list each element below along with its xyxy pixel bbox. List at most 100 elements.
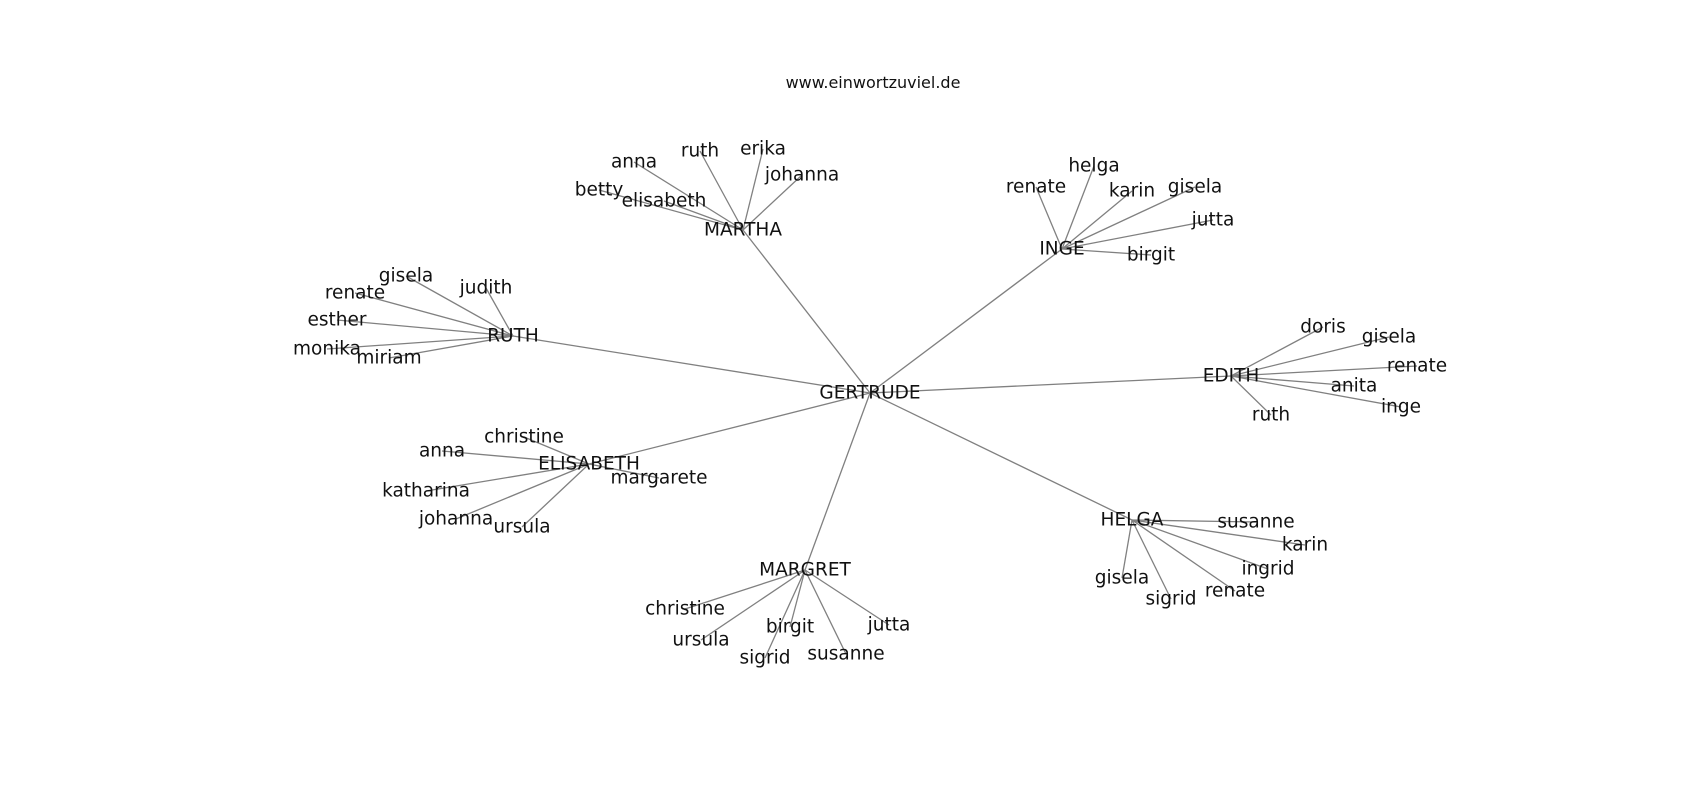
edge-inge-helga	[1061, 165, 1095, 250]
edge-root-martha	[742, 229, 871, 394]
node-leaf-ruth-gisela: gisela	[379, 266, 433, 287]
edge-ruth-miriam	[388, 335, 514, 359]
node-leaf-ruth-miriam: miriam	[356, 348, 421, 369]
edge-helga-renate	[1131, 519, 1236, 592]
edge-helga-sigrid	[1131, 519, 1172, 600]
edge-martha-anna	[633, 161, 744, 231]
edge-martha-ruth	[699, 150, 744, 231]
node-hub-elisabeth: ELISABETH	[538, 454, 640, 475]
edge-martha-erika	[742, 148, 764, 231]
edge-helga-susanne	[1131, 519, 1257, 523]
node-leaf-inge-birgit: birgit	[1127, 245, 1175, 266]
edge-ruth-judith	[485, 287, 514, 337]
node-leaf-edith-doris: doris	[1300, 317, 1345, 338]
node-leaf-inge-gisela: gisela	[1168, 177, 1222, 198]
edge-edith-anita	[1230, 375, 1355, 387]
edge-edith-gisela	[1230, 336, 1390, 377]
node-leaf-edith-renate: renate	[1387, 356, 1447, 377]
node-leaf-helga-ingrid: ingrid	[1241, 559, 1294, 580]
node-leaf-elisabeth-ursula: ursula	[493, 517, 550, 538]
edge-margret-christine	[684, 569, 806, 610]
edge-edith-ruth	[1230, 375, 1272, 416]
edge-margret-sigrid	[764, 569, 806, 659]
node-leaf-inge-renate: renate	[1006, 177, 1066, 198]
node-leaf-martha-anna: anna	[611, 152, 657, 173]
node-hub-inge: INGE	[1039, 239, 1084, 260]
graph-edges	[326, 148, 1418, 659]
node-leaf-ruth-monika: monika	[293, 339, 361, 360]
node-leaf-inge-karin: karin	[1109, 181, 1155, 202]
node-leaf-margret-birgit: birgit	[766, 617, 814, 638]
node-leaf-inge-jutta: jutta	[1191, 210, 1235, 231]
edge-edith-renate	[1230, 365, 1418, 377]
node-leaf-edith-inge: inge	[1381, 397, 1421, 418]
edge-martha-betty	[598, 189, 744, 231]
edge-elisabeth-johanna	[455, 463, 590, 520]
node-hub-ruth: RUTH	[487, 326, 539, 347]
edge-martha-elisabeth	[663, 200, 744, 231]
site-url: www.einwortzuviel.de	[786, 73, 961, 92]
edge-elisabeth-anna	[441, 450, 590, 465]
node-leaf-elisabeth-katharina: katharina	[382, 481, 470, 502]
edge-inge-gisela	[1061, 186, 1196, 250]
edge-helga-karin	[1131, 519, 1306, 546]
edge-ruth-renate	[354, 292, 514, 337]
node-leaf-helga-susanne: susanne	[1217, 512, 1294, 533]
node-leaf-edith-gisela: gisela	[1362, 327, 1416, 348]
node-leaf-helga-renate: renate	[1205, 581, 1265, 602]
node-leaf-ruth-judith: judith	[459, 278, 513, 299]
node-leaf-margret-christine: christine	[645, 599, 725, 620]
node-leaf-helga-karin: karin	[1282, 535, 1328, 556]
node-leaf-martha-elisabeth: elisabeth	[622, 191, 707, 212]
edge-edith-inge	[1230, 375, 1402, 408]
edge-ruth-gisela	[405, 275, 514, 337]
edge-margret-susanne	[804, 569, 847, 655]
node-hub-helga: HELGA	[1101, 510, 1164, 531]
edge-edith-doris	[1230, 326, 1324, 377]
edge-inge-birgit	[1061, 248, 1152, 256]
edge-root-helga	[869, 392, 1133, 521]
edge-inge-karin	[1061, 190, 1133, 250]
node-leaf-edith-ruth: ruth	[1252, 405, 1290, 426]
edge-elisabeth-margarete	[588, 463, 660, 479]
edge-margret-ursula	[700, 569, 806, 641]
node-leaf-ruth-renate: renate	[325, 283, 385, 304]
edge-ruth-monika	[326, 335, 514, 350]
edge-inge-jutta	[1061, 219, 1214, 250]
node-leaf-elisabeth-johanna: johanna	[418, 509, 493, 530]
edge-root-margret	[804, 392, 871, 571]
node-leaf-margret-susanne: susanne	[807, 644, 884, 665]
node-leaf-margret-jutta: jutta	[867, 615, 911, 636]
edge-helga-gisela	[1121, 519, 1133, 579]
edge-root-edith	[869, 375, 1232, 394]
node-leaf-margret-sigrid: sigrid	[739, 648, 790, 669]
edge-margret-birgit	[789, 569, 806, 628]
node-root: GERTRUDE	[819, 383, 920, 404]
edge-ruth-esther	[336, 319, 514, 337]
edge-inge-renate	[1035, 186, 1063, 250]
node-leaf-edith-anita: anita	[1331, 376, 1378, 397]
edge-martha-johanna	[742, 174, 803, 231]
node-leaf-martha-erika: erika	[740, 139, 786, 160]
edge-elisabeth-ursula	[521, 463, 590, 528]
node-leaf-margret-ursula: ursula	[672, 630, 729, 651]
edge-margret-jutta	[804, 569, 890, 626]
edge-elisabeth-katharina	[425, 463, 590, 492]
node-leaf-ruth-esther: esther	[308, 310, 367, 331]
node-hub-edith: EDITH	[1203, 366, 1260, 387]
edge-root-inge	[869, 248, 1063, 394]
node-hub-margret: MARGRET	[759, 560, 851, 581]
node-leaf-helga-sigrid: sigrid	[1145, 589, 1196, 610]
edge-elisabeth-christine	[523, 436, 590, 465]
node-leaf-elisabeth-anna: anna	[419, 441, 465, 462]
node-leaf-elisabeth-christine: christine	[484, 427, 564, 448]
node-leaf-martha-johanna: johanna	[764, 165, 839, 186]
node-leaf-helga-gisela: gisela	[1095, 568, 1149, 589]
edge-root-elisabeth	[588, 392, 871, 465]
node-hub-martha: MARTHA	[704, 220, 782, 241]
node-leaf-martha-betty: betty	[575, 180, 624, 201]
edge-root-ruth	[512, 335, 871, 394]
edge-helga-ingrid	[1131, 519, 1269, 570]
